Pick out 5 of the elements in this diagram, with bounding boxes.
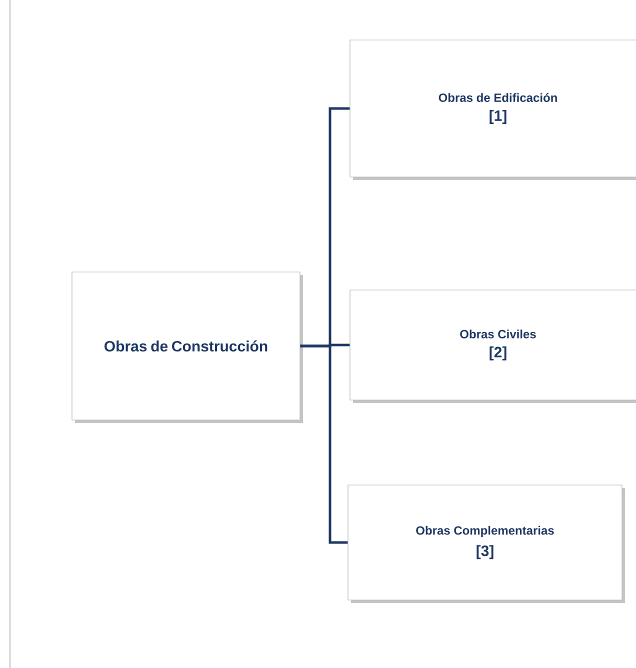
box: Obras de Construcción	[72, 272, 300, 420]
box: Obras de Edificación [1]	[350, 40, 636, 178]
connector	[300, 344, 348, 544]
box: Obras Civiles [2]	[350, 290, 636, 400]
box: Obras Complementarias [3]	[348, 484, 622, 600]
